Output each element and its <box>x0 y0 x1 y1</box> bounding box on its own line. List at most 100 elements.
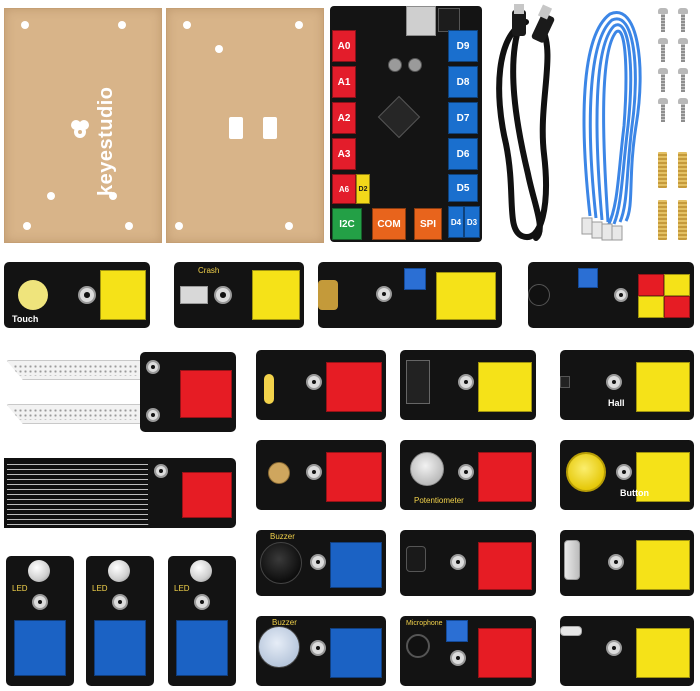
potentiometer-module: Potentiometer <box>400 440 536 510</box>
led <box>28 560 50 582</box>
mount-hole <box>376 286 392 302</box>
port-i2c: I2C <box>332 208 362 240</box>
crash-label: Crash <box>198 266 220 275</box>
port-d7: D7 <box>448 102 478 134</box>
yellow-connector <box>638 296 664 318</box>
mount-hole <box>78 286 96 304</box>
mount-hole <box>606 640 622 656</box>
port-d2: D2 <box>356 174 370 204</box>
photoresistor <box>268 462 290 484</box>
port-d5: D5 <box>448 174 478 202</box>
button-module: Button <box>560 440 694 510</box>
port-d4: D4 <box>448 206 464 238</box>
screw-icon <box>658 98 668 124</box>
blue-connector <box>176 620 228 676</box>
mount-hole <box>606 374 622 390</box>
blue-connector <box>14 620 66 676</box>
reed-switch <box>560 626 582 636</box>
button-label: Button <box>620 488 649 498</box>
active-buzzer-module: Buzzer <box>256 530 386 596</box>
cutout-slot <box>229 117 243 139</box>
photocell-module <box>256 440 386 510</box>
blue-connector <box>330 628 382 678</box>
yellow-connector <box>100 270 146 320</box>
blue-connector <box>330 542 382 588</box>
led-label: LED <box>92 584 108 593</box>
hall-label: Hall <box>608 398 625 408</box>
mount-hole <box>146 408 160 422</box>
microphone-module: Microphone <box>400 616 536 686</box>
acrylic-plate-right <box>166 8 324 243</box>
passive-buzzer-module: Buzzer <box>256 616 386 686</box>
ir-receiver <box>406 546 426 572</box>
led-module-3: LED <box>168 556 236 686</box>
mount-hole <box>175 222 183 230</box>
reed-module-bottom <box>560 616 694 686</box>
mount-hole <box>608 554 624 570</box>
usb-port <box>406 6 436 36</box>
copper-standoff <box>658 200 667 240</box>
red-connector <box>478 542 532 590</box>
screw-icon <box>658 38 668 64</box>
mount-hole <box>310 554 326 570</box>
screw-icon <box>678 98 688 124</box>
copper-standoff <box>658 152 667 188</box>
relay-module <box>400 350 536 420</box>
mount-hole <box>295 21 303 29</box>
soil-probe-upper <box>6 360 146 380</box>
mount-hole <box>47 192 55 200</box>
mount-hole <box>616 464 632 480</box>
brand-text: keyestudio <box>95 86 117 196</box>
port-d8: D8 <box>448 66 478 98</box>
copper-standoff <box>678 152 687 188</box>
mount-hole <box>458 374 474 390</box>
keyestudio-logo-icon <box>69 117 91 139</box>
mount-hole <box>450 554 466 570</box>
red-connector <box>638 274 664 296</box>
screw-icon <box>678 8 688 34</box>
tilt-switch-module <box>560 530 694 596</box>
reed-switch-module <box>318 262 502 328</box>
potentiometer-knob <box>410 452 444 486</box>
led <box>190 560 212 582</box>
mount-hole <box>154 464 168 478</box>
red-connector <box>182 472 232 518</box>
buzzer-label: Buzzer <box>272 618 297 627</box>
potentiometer-label: Potentiometer <box>414 496 464 505</box>
dupont-cable <box>581 11 642 241</box>
mount-hole <box>450 650 466 666</box>
hall-sensor-module: Hall <box>560 350 694 420</box>
yellow-connector <box>436 272 496 320</box>
red-connector <box>326 452 382 502</box>
port-a2: A2 <box>332 102 356 134</box>
flame-led <box>528 284 550 306</box>
red-connector <box>664 296 690 318</box>
port-d6: D6 <box>448 138 478 170</box>
relay-chip <box>406 360 430 404</box>
red-connector <box>180 370 232 418</box>
red-connector <box>478 628 532 678</box>
hall-sensor <box>560 376 570 388</box>
mount-hole <box>125 222 133 230</box>
crash-sensor-module: Crash <box>174 262 304 328</box>
yellow-connector <box>664 274 690 296</box>
water-sensor-module <box>148 458 236 528</box>
thermometer-icon <box>264 374 274 404</box>
acrylic-plate-left: keyestudio <box>4 8 162 243</box>
capacitor <box>408 58 422 72</box>
yellow-connector <box>636 362 690 412</box>
port-a1: A1 <box>332 66 356 98</box>
buzzer <box>258 626 300 668</box>
led-module-2: LED <box>86 556 154 686</box>
water-sensor-pad <box>4 458 158 528</box>
mount-hole <box>458 464 474 480</box>
screw-icon <box>678 68 688 94</box>
mount-hole <box>306 374 322 390</box>
mount-hole <box>194 594 210 610</box>
flame-sensor-module <box>528 262 694 328</box>
touch-pad <box>18 280 48 310</box>
potentiometer-trim <box>404 268 426 290</box>
mount-hole <box>183 21 191 29</box>
mount-hole <box>285 222 293 230</box>
crash-switch <box>180 286 208 304</box>
